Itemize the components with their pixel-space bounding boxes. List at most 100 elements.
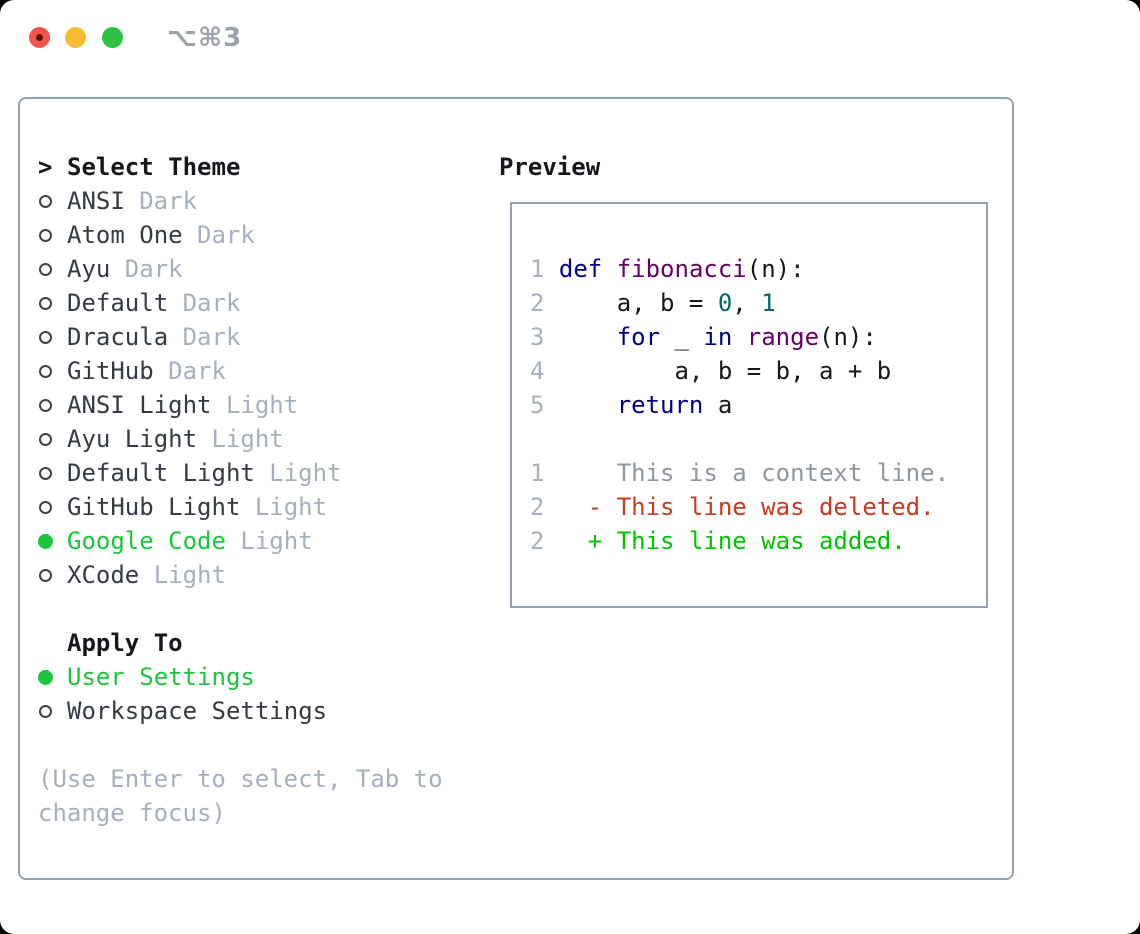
apply-option-label: User Settings xyxy=(67,663,255,691)
diff-text: + This line was added. xyxy=(558,527,906,555)
radio-icon xyxy=(38,262,67,276)
theme-option-default-light[interactable]: Default Light Light xyxy=(38,456,488,490)
radio-icon xyxy=(38,364,67,378)
theme-variant: Dark xyxy=(182,323,241,351)
radio-icon xyxy=(38,432,67,446)
theme-variant: Dark xyxy=(197,221,255,249)
code-token: 0 xyxy=(717,289,733,317)
line-number: 1 xyxy=(530,255,545,283)
theme-name: Ayu Light xyxy=(67,425,198,453)
theme-name: Default Light xyxy=(67,459,255,487)
zoom-icon[interactable] xyxy=(102,27,123,48)
theme-variant: Dark xyxy=(182,289,241,317)
theme-option-github[interactable]: GitHub Dark xyxy=(38,354,488,388)
code-token: in xyxy=(703,323,733,351)
theme-variant: Dark xyxy=(139,187,198,215)
theme-name: Ayu xyxy=(67,255,111,283)
theme-name: Google Code xyxy=(67,527,226,555)
code-token: (n): xyxy=(819,323,877,351)
apply-option-label: Workspace Settings xyxy=(67,697,328,725)
code-line: 5 return a xyxy=(530,388,986,422)
theme-variant: Light xyxy=(269,459,342,487)
spacer xyxy=(38,728,488,762)
title-bar: ⌥⌘3 xyxy=(0,0,1140,70)
theme-option-ayu[interactable]: Ayu Dark xyxy=(38,252,488,286)
line-number: 1 xyxy=(530,459,545,487)
line-number: 2 xyxy=(530,493,545,521)
theme-name: GitHub Light xyxy=(67,493,241,521)
diff-text: - This line was deleted. xyxy=(558,493,935,521)
code-token: range xyxy=(746,323,820,351)
line-number: 2 xyxy=(530,527,545,555)
code-token: , xyxy=(732,289,762,317)
line-number: 5 xyxy=(530,391,545,419)
theme-option-github-light[interactable]: GitHub Light Light xyxy=(38,490,488,524)
line-number: 2 xyxy=(530,289,545,317)
radio-icon xyxy=(38,704,67,718)
apply-to-header: Apply To xyxy=(38,626,488,660)
theme-name: ANSI xyxy=(67,187,125,215)
theme-variant: Light xyxy=(211,425,284,453)
code-token: def xyxy=(558,255,603,283)
theme-name: GitHub xyxy=(67,357,154,385)
diff-text: This is a context line. xyxy=(558,459,950,487)
radio-icon xyxy=(38,533,67,549)
theme-option-ayu-light[interactable]: Ayu Light Light xyxy=(38,422,488,456)
code-token xyxy=(732,323,746,351)
line-number: 3 xyxy=(530,323,545,351)
code-token: a xyxy=(703,391,733,419)
prompt-icon: > xyxy=(38,153,53,181)
apply-option-workspace-settings[interactable]: Workspace Settings xyxy=(38,694,488,728)
line-number: 4 xyxy=(530,357,545,385)
preview-title: Preview xyxy=(499,153,601,181)
spacer xyxy=(530,422,986,456)
diff-preview: 1 This is a context line. 2 - This line w… xyxy=(530,456,986,558)
theme-option-google-code[interactable]: Google Code Light xyxy=(38,524,488,558)
code-token: a, b = xyxy=(558,289,718,317)
diff-line-context: 1 This is a context line. xyxy=(530,456,986,490)
radio-icon xyxy=(38,398,67,412)
radio-icon xyxy=(38,296,67,310)
code-token: for xyxy=(616,323,661,351)
minimize-icon[interactable] xyxy=(65,27,86,48)
code-token xyxy=(559,323,617,351)
code-line: 2 a, b = 0, 1 xyxy=(530,286,986,320)
theme-variant: Light xyxy=(254,493,328,521)
theme-variant: Light xyxy=(240,527,313,555)
close-icon[interactable] xyxy=(29,27,50,48)
apply-option-user-settings[interactable]: User Settings xyxy=(38,660,488,694)
code-token: return xyxy=(616,391,704,419)
radio-icon xyxy=(38,669,67,685)
radio-icon xyxy=(38,228,67,242)
radio-icon xyxy=(38,194,67,208)
code-token: 1 xyxy=(761,289,776,317)
code-line: 3 for _ in range(n): xyxy=(530,320,986,354)
list-title: Select Theme xyxy=(67,153,241,181)
select-theme-header: > Select Theme xyxy=(38,150,488,184)
window-title: ⌥⌘3 xyxy=(167,23,243,53)
radio-icon xyxy=(38,568,67,582)
theme-option-atom-one[interactable]: Atom One Dark xyxy=(38,218,488,252)
help-text: (Use Enter to select, Tab to change focu… xyxy=(38,765,443,827)
theme-name: Atom One xyxy=(67,221,183,249)
theme-option-ansi[interactable]: ANSI Dark xyxy=(38,184,488,218)
radio-icon xyxy=(38,500,67,514)
code-token: a, b = b, a + b xyxy=(558,357,892,385)
theme-variant: Dark xyxy=(168,357,226,385)
code-token: fibonacci xyxy=(616,255,747,283)
radio-icon xyxy=(38,330,67,344)
theme-variant: Dark xyxy=(124,255,183,283)
theme-name: ANSI Light xyxy=(67,391,212,419)
apply-to-title: Apply To xyxy=(67,629,183,657)
theme-name: XCode xyxy=(67,561,140,589)
